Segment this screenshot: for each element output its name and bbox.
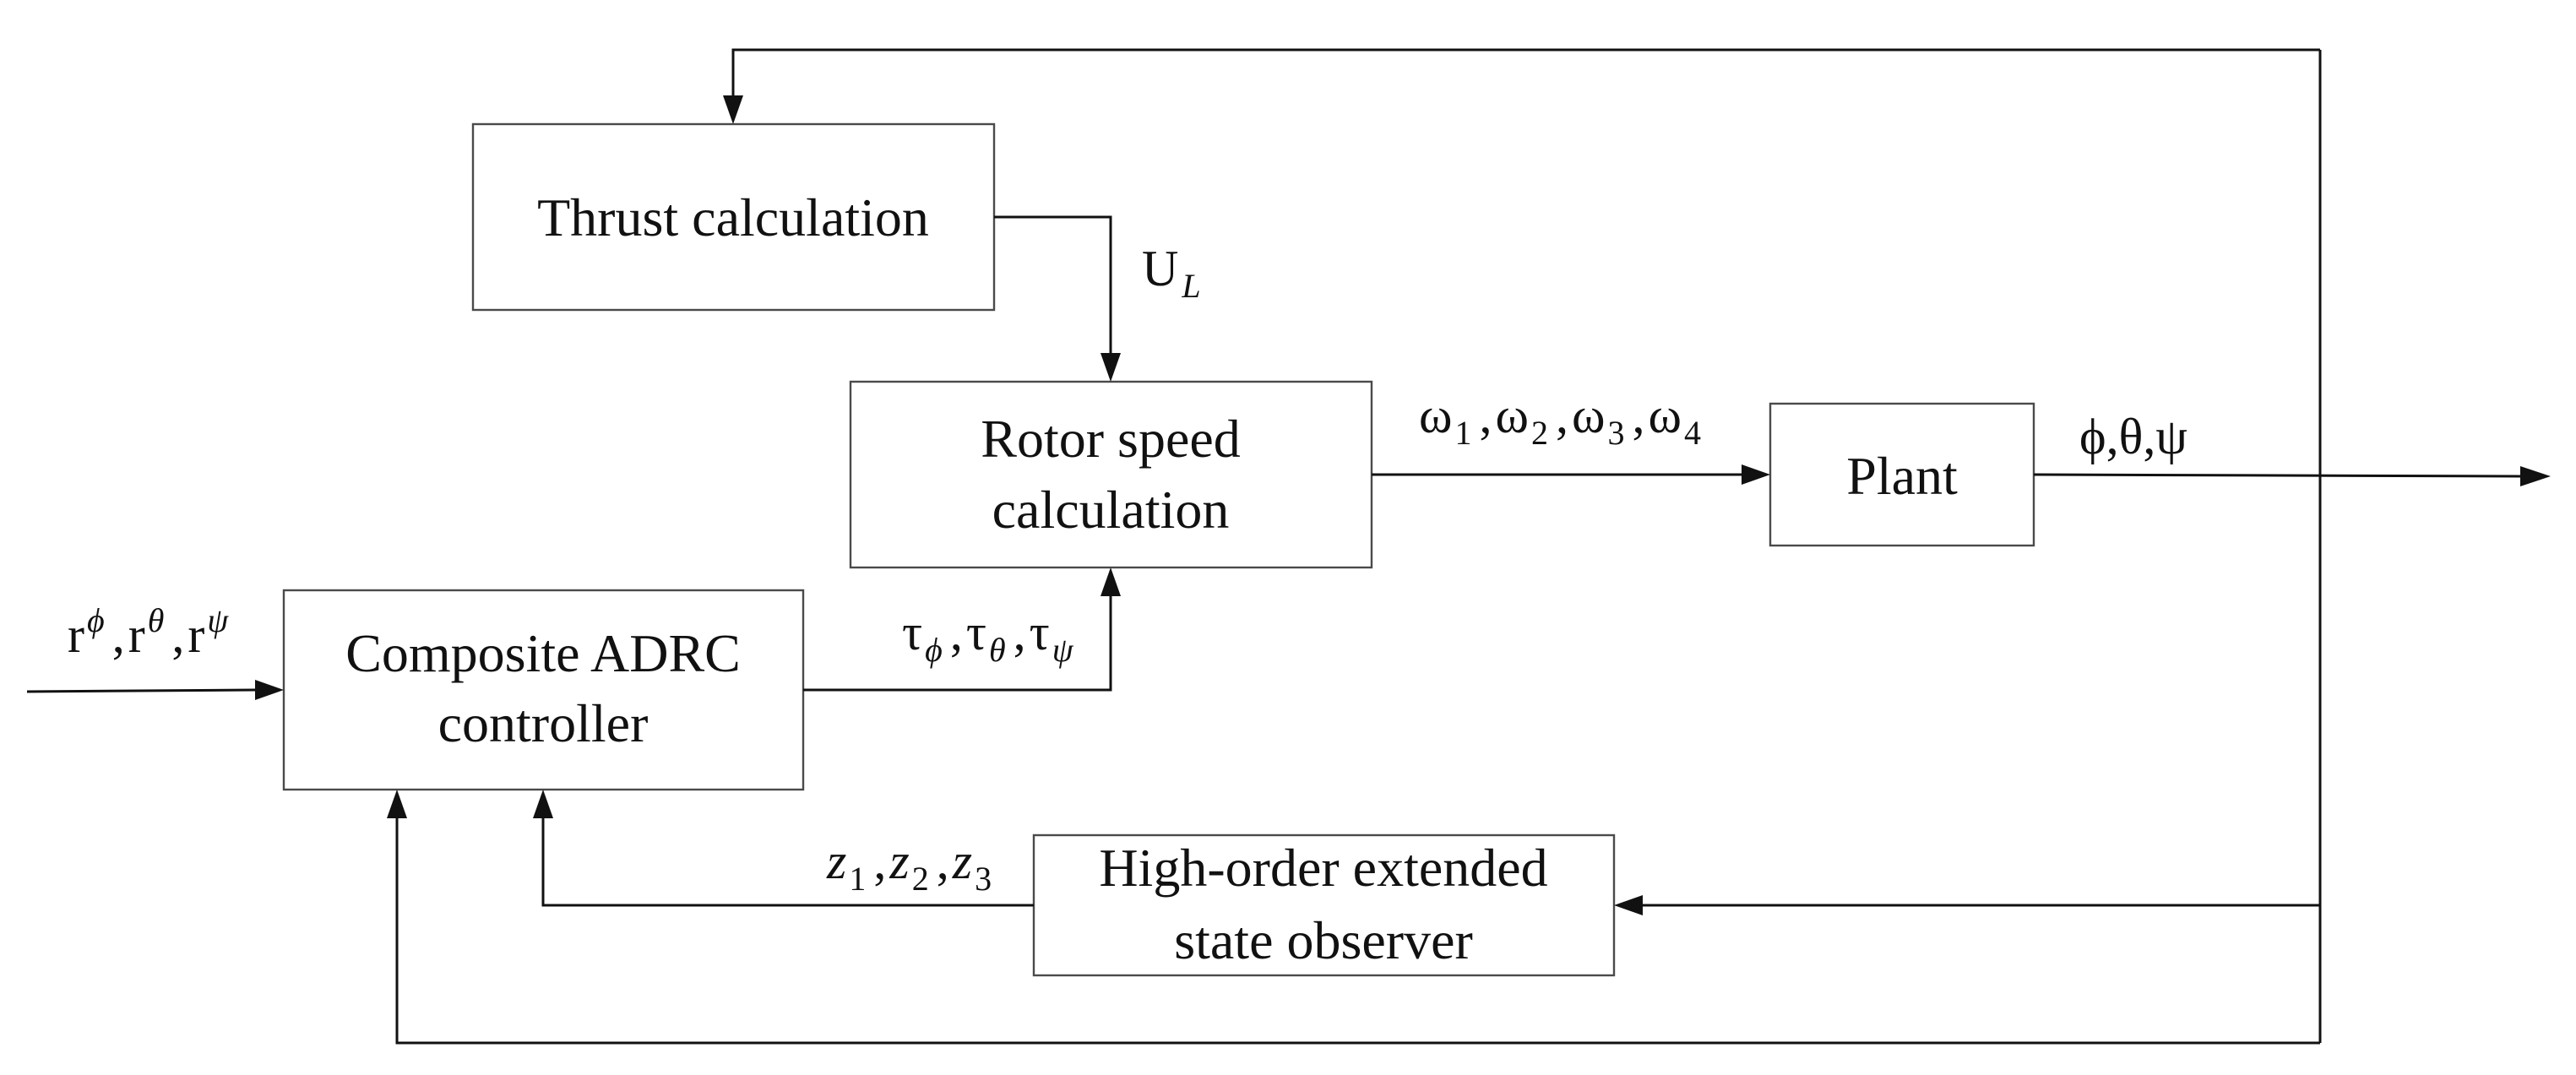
feedback-to-thrust-arrowhead: [723, 95, 743, 124]
thrust-output-sub: L: [1181, 267, 1200, 305]
plant-label: Plant: [1846, 446, 1958, 506]
rotor_speeds-spacer: [1701, 388, 1705, 443]
rotor_speeds-separator: ,: [1633, 388, 1645, 443]
thrust-to-rotor-wire: [994, 215, 1112, 353]
heso-to-adrc-wire: [541, 818, 1034, 907]
adrc-to-rotor-arrowhead: [1101, 567, 1121, 596]
observer_states-index: 2: [912, 860, 929, 898]
heso-label-line2: state observer: [1174, 910, 1473, 970]
plant-output-arrowhead: [2520, 466, 2551, 486]
rotor_speeds-index: 1: [1455, 414, 1472, 452]
torques-symbol: τ: [1030, 605, 1050, 660]
observer_states-symbol: z: [889, 833, 909, 889]
rotor_speeds-spacer: [1548, 388, 1552, 443]
bottom-feedback-wire: [395, 818, 2320, 1045]
observer_states-spacer: [866, 833, 870, 889]
adrc-label-line2: controller: [438, 693, 649, 753]
reference-input-arrowhead: [255, 680, 284, 700]
feedback-to-thrust-wire: [731, 48, 2320, 95]
observer_states-spacer: [929, 833, 933, 889]
heso-to-adrc-arrowhead: [533, 790, 553, 818]
plant-output-wire: [2033, 473, 2521, 478]
thrust-to-rotor-arrowhead: [1101, 353, 1121, 382]
observer_states-index: 1: [849, 860, 866, 898]
observer_states-index: 3: [975, 860, 992, 898]
rotor_speeds-separator: ,: [1556, 388, 1568, 443]
rotor-speed-label-line1: Rotor speed: [981, 409, 1241, 469]
thrust-output-base: U: [1142, 241, 1178, 296]
rotor-speed-calculation-block: Rotor speed calculation: [849, 380, 1373, 569]
feedback-to-heso-arrowhead: [1614, 895, 1643, 915]
rotor_speeds-separator: ,: [1480, 388, 1492, 443]
torques-spacer: [943, 605, 947, 660]
observer_states-separator: ,: [937, 833, 949, 889]
references-symbol: r: [128, 607, 145, 663]
references-separator: ,: [112, 607, 125, 663]
rotor_speeds-symbol: ω: [1572, 388, 1606, 443]
references-index: θ: [148, 601, 165, 639]
observer_states-separator: ,: [873, 833, 886, 889]
heso-label-line1: High-order extended: [1099, 838, 1547, 898]
torques-index: θ: [989, 631, 1006, 669]
torques-spacer: [1073, 605, 1078, 660]
references-index: ψ: [207, 601, 229, 639]
attitude-output-label: ϕ,θ,ψ: [2079, 409, 2187, 464]
observer_states-spacer: [992, 833, 996, 889]
plant-block: Plant: [1769, 402, 2035, 547]
references-symbol: r: [187, 607, 204, 663]
bottom-feedback-arrowhead: [387, 790, 407, 818]
rotor_speeds-symbol: ω: [1419, 388, 1453, 443]
thrust-calculation-label: Thrust calculation: [537, 187, 929, 247]
rotor_speeds-symbol: ω: [1496, 388, 1530, 443]
rotor-speeds-label: ω1 ,ω2 ,ω3 ,ω4: [1419, 388, 1705, 452]
rotor-speed-label-line2: calculation: [992, 480, 1230, 540]
references-spacer: [228, 607, 232, 663]
torques-symbol: τ: [902, 605, 922, 660]
reference-signals-label: rϕ ,rθ ,rψ: [68, 601, 232, 663]
reference-input-wire: [26, 688, 256, 693]
torques-symbol: τ: [966, 605, 986, 660]
references-symbol: r: [68, 607, 84, 663]
references-separator: ,: [171, 607, 184, 663]
torques-index: ψ: [1052, 631, 1074, 669]
observer_states-symbol: z: [952, 833, 972, 889]
high-order-eso-block: High-order extended state observer: [1032, 833, 1616, 977]
composite-adrc-controller-block: Composite ADRC controller: [282, 589, 805, 791]
observer-states-label: z1 ,z2 ,z3: [826, 833, 996, 898]
rotor_speeds-index: 4: [1684, 414, 1701, 452]
torques-index: ϕ: [925, 631, 943, 669]
torque-signals-label: τϕ ,τθ ,τψ: [902, 605, 1078, 669]
rotor_speeds-spacer: [1625, 388, 1629, 443]
torques-spacer: [1006, 605, 1010, 660]
torques-separator: ,: [1014, 605, 1026, 660]
rotor_speeds-spacer: [1472, 388, 1476, 443]
references-index: ϕ: [87, 601, 105, 639]
adrc-label-line1: Composite ADRC: [345, 623, 741, 683]
adrc-to-rotor-wire: [803, 596, 1112, 692]
rotor-to-plant-arrowhead: [1742, 464, 1770, 485]
rotor_speeds-index: 3: [1608, 414, 1625, 452]
thrust-calculation-block: Thrust calculation: [471, 122, 996, 312]
rotor_speeds-index: 2: [1531, 414, 1548, 452]
references-spacer: [105, 607, 109, 663]
torques-separator: ,: [950, 605, 963, 660]
rotor_speeds-symbol: ω: [1649, 388, 1682, 443]
observer_states-symbol: z: [826, 833, 846, 889]
references-spacer: [164, 607, 168, 663]
